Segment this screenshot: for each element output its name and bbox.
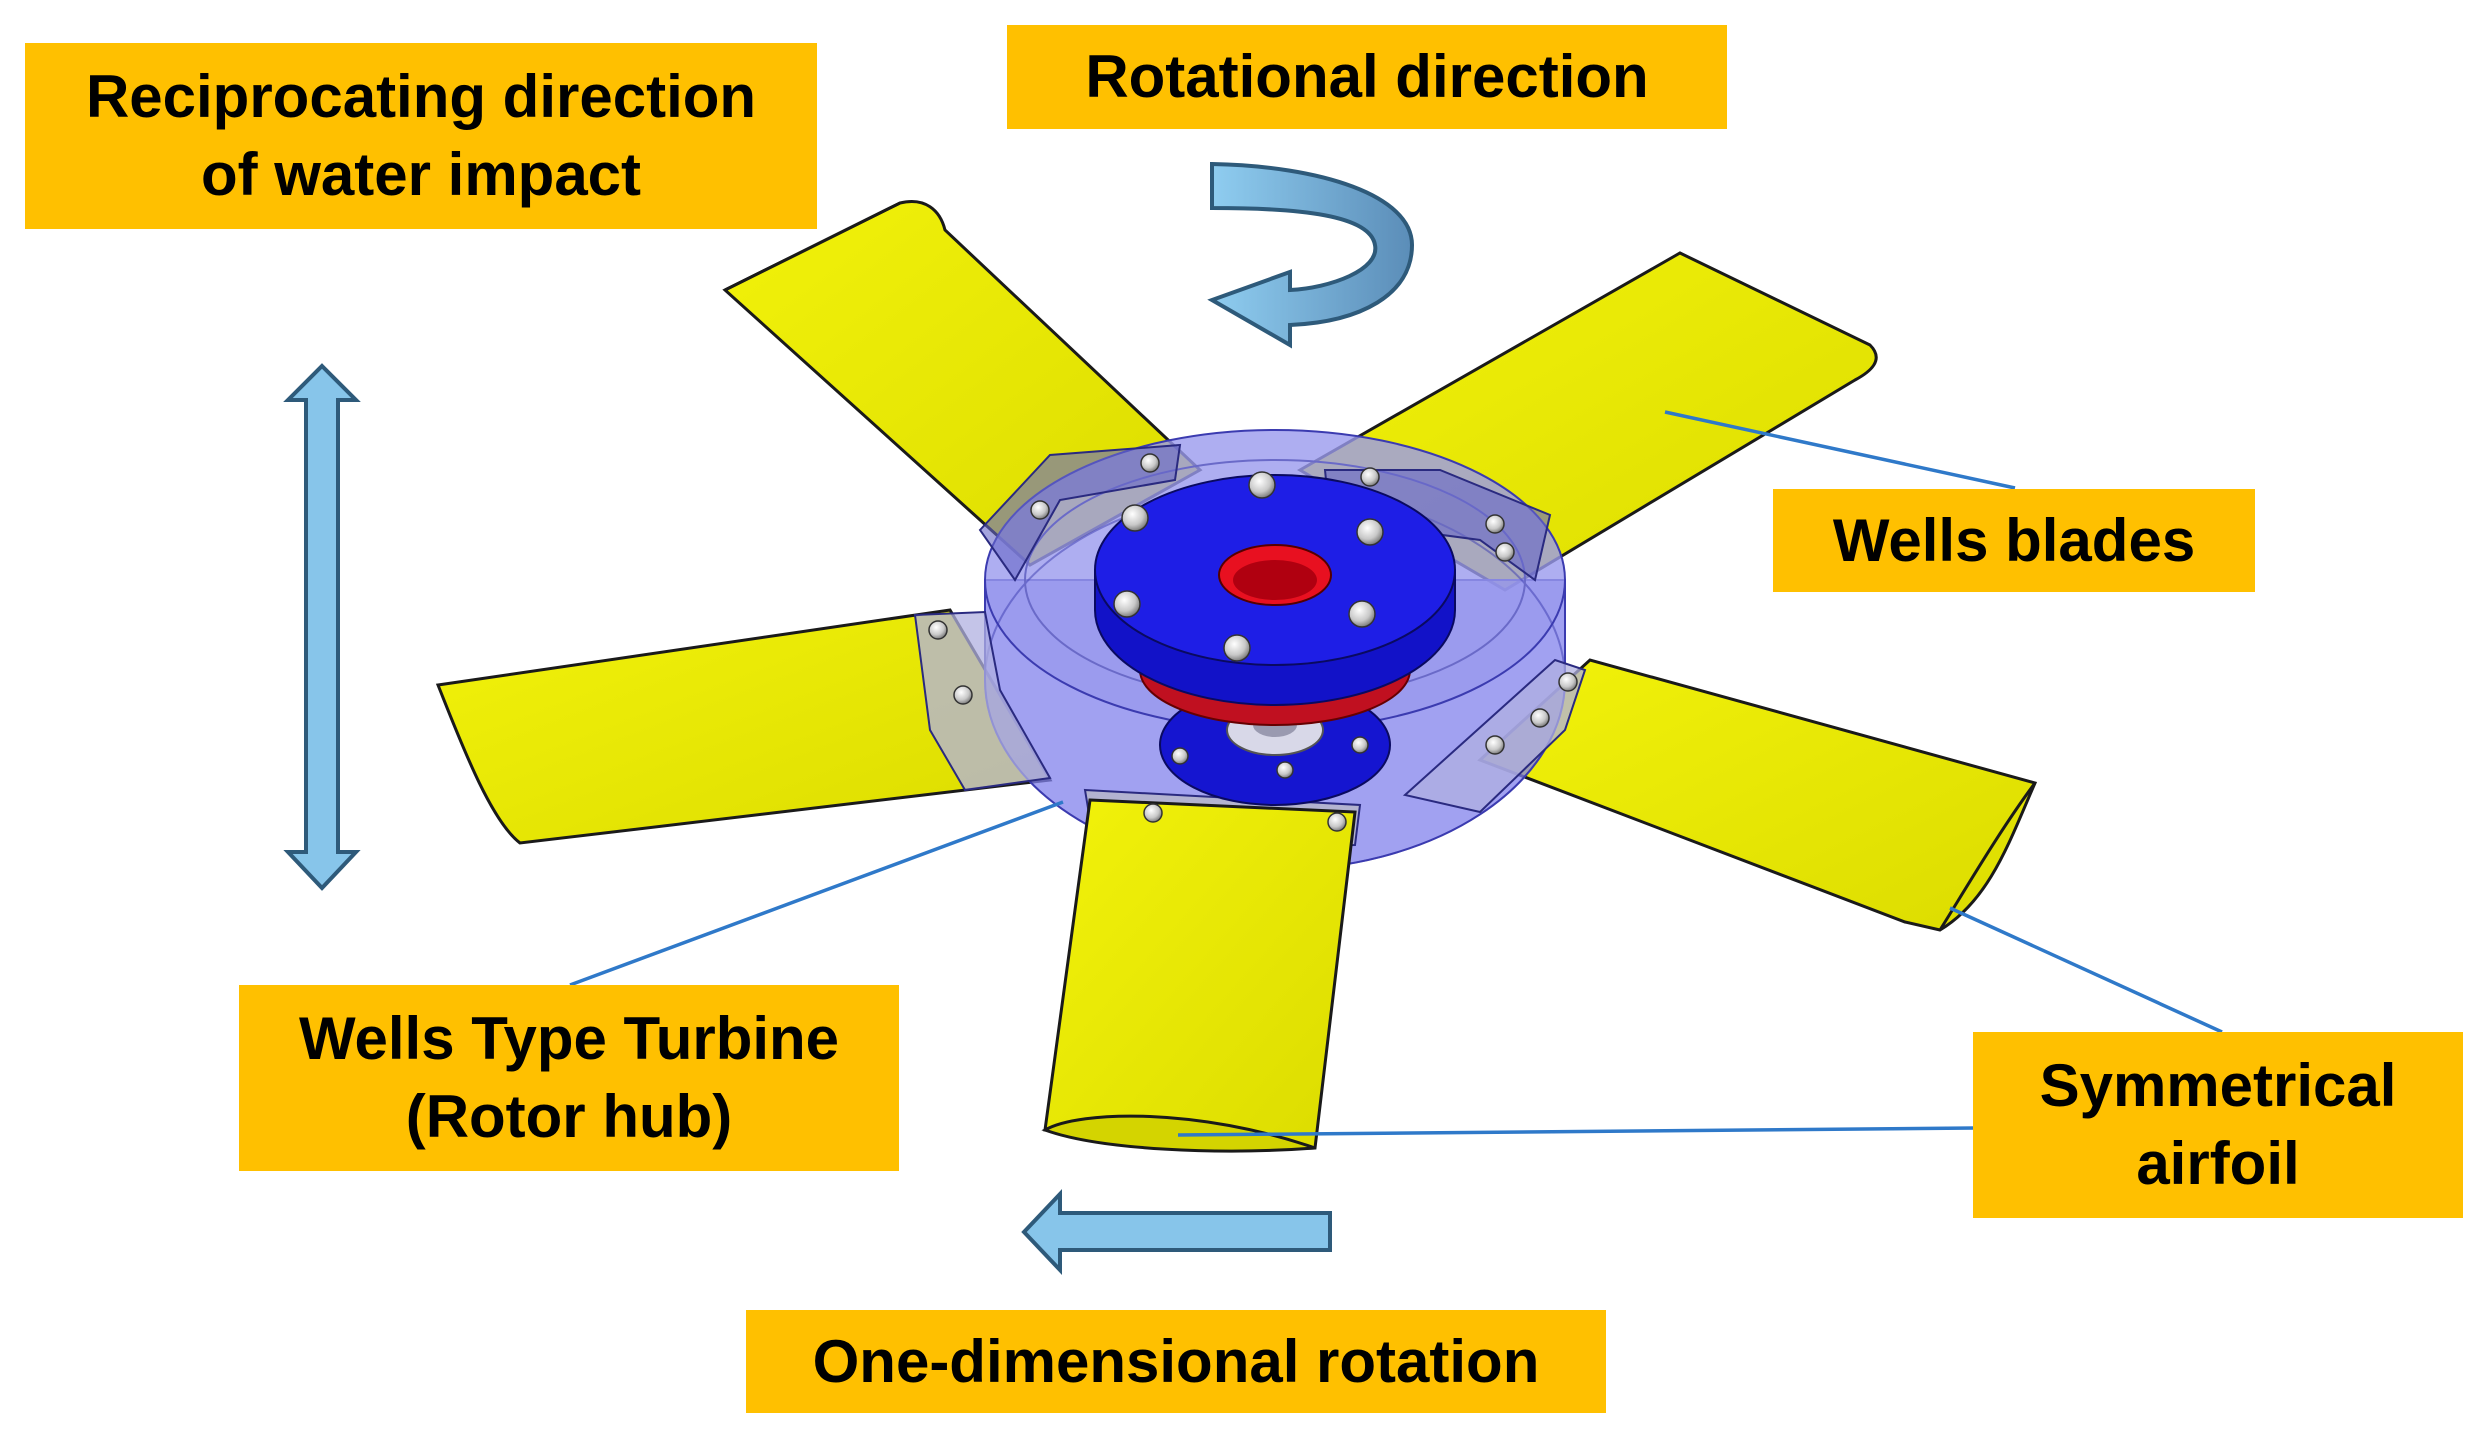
blade-left bbox=[435, 608, 1053, 845]
label-one-dimensional-rotation: One-dimensional rotation bbox=[746, 1310, 1606, 1413]
reciprocating-arrow-icon bbox=[283, 363, 361, 891]
label-reciprocating-line1: Reciprocating direction bbox=[85, 63, 757, 130]
label-wells-blades: Wells blades bbox=[1773, 489, 2255, 592]
label-rotational-direction: Rotational direction bbox=[1007, 25, 1727, 129]
label-symmetrical-line2: airfoil bbox=[2136, 1130, 2300, 1197]
label-rotor-hub: Wells Type Turbine (Rotor hub) bbox=[239, 985, 899, 1171]
label-reciprocating-direction: Reciprocating direction of water impact bbox=[25, 43, 817, 229]
label-rotor-hub-line1: Wells Type Turbine bbox=[298, 1005, 840, 1072]
bolts bbox=[928, 453, 1578, 832]
blade-front bbox=[1041, 798, 1357, 1153]
label-symmetrical-line1: Symmetrical bbox=[2039, 1052, 2397, 1119]
leader-rotor-hub bbox=[569, 800, 1064, 987]
label-rotational-text: Rotational direction bbox=[1085, 43, 1649, 110]
label-rotor-hub-line2: (Rotor hub) bbox=[405, 1083, 733, 1150]
leader-airfoil-front bbox=[1177, 1126, 1976, 1137]
leader-airfoil-right bbox=[1949, 906, 2223, 1034]
label-reciprocating-line2: of water impact bbox=[200, 141, 642, 208]
linear-rotation-arrow-icon bbox=[1021, 1188, 1332, 1276]
label-one-dimensional-text: One-dimensional rotation bbox=[812, 1327, 1540, 1395]
leader-wells-blades bbox=[1664, 410, 2016, 490]
top-flange bbox=[1094, 474, 1456, 706]
leader-lines bbox=[569, 410, 2223, 1137]
blade-right bbox=[1477, 658, 2038, 932]
rotational-arrow-icon bbox=[1207, 161, 1415, 349]
label-symmetrical-airfoil: Symmetrical airfoil bbox=[1973, 1032, 2463, 1218]
label-wells-blades-text: Wells blades bbox=[1832, 506, 2196, 574]
